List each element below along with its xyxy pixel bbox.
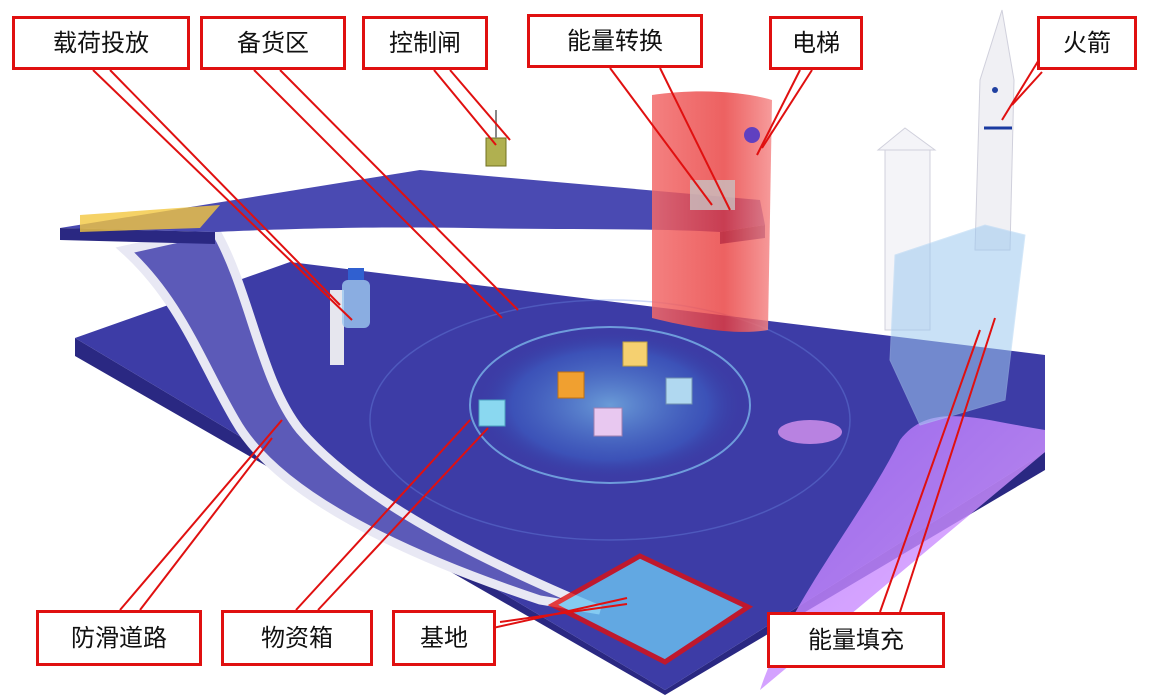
label-energy-conversion: 能量转换 (527, 14, 703, 68)
elevator-tower (652, 91, 772, 332)
label-payload-drop: 载荷投放 (12, 16, 190, 70)
label-control-gate: 控制闸 (362, 16, 488, 70)
label-rocket: 火箭 (1037, 16, 1137, 70)
label-supply-box: 物资箱 (221, 610, 373, 666)
label-elevator: 电梯 (769, 16, 863, 70)
base-pad (547, 553, 754, 665)
supply-boxes (478, 341, 693, 437)
energy-fill-tank (889, 224, 1026, 426)
leader-lines (92, 57, 1043, 635)
upper-deck (60, 170, 765, 244)
label-staging-area: 备货区 (200, 16, 346, 70)
label-anti-slip-road: 防滑道路 (36, 610, 202, 666)
rocket (974, 9, 1015, 251)
label-base: 基地 (392, 610, 496, 666)
label-energy-fill: 能量填充 (767, 612, 945, 668)
central-dome (369, 299, 851, 541)
